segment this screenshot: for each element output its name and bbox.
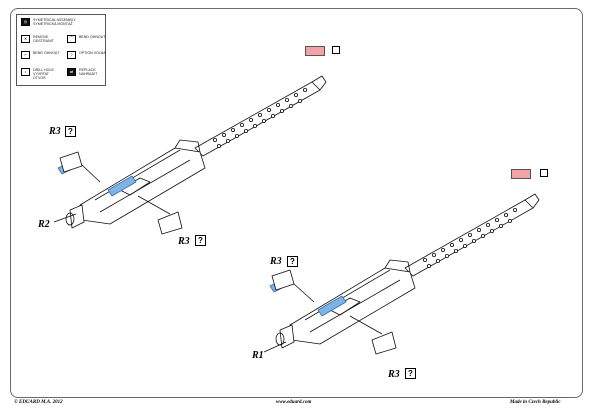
upper-machine-gun <box>53 75 327 235</box>
lower-machine-gun <box>263 193 540 355</box>
part-label-r2: R2 <box>38 219 50 230</box>
paint-flag-icon <box>332 46 340 54</box>
legend-item: • DRILL HOLE VYVRTAT OTVOR <box>21 68 61 80</box>
remove-icon: ✕ <box>21 35 30 43</box>
part-label-r3: R3 <box>388 369 400 380</box>
legend-item: ? OPTION VOLBA <box>67 51 107 59</box>
option-icon: ? <box>287 256 298 267</box>
drill-icon: • <box>21 68 30 76</box>
bend-alt-icon: ⌐ <box>21 51 30 59</box>
footer-origin: Made in Czech Republic <box>510 400 561 405</box>
paint-color-flag <box>305 46 325 56</box>
sheet-frame <box>10 8 583 398</box>
footer-copyright: © EDUARD M.A. 2012 <box>14 400 63 405</box>
part-label-r1: R1 <box>252 350 264 361</box>
option-icon: ? <box>65 126 76 137</box>
replace-icon: ⇄ <box>67 68 76 76</box>
legend-item: ⌒ BEND OHNOUT <box>67 35 107 43</box>
legend-box: ◎ SYMETRICAL ASSEMBLY SYMETRICKÁ MONTÁŽ … <box>16 14 106 86</box>
footer-website: www.eduard.com <box>276 400 312 405</box>
option-icon: ? <box>67 51 76 59</box>
bend-icon: ⌒ <box>67 35 76 43</box>
part-label-r3: R3 <box>49 126 61 137</box>
legend-item: ⌐ BEND OHNOUT <box>21 51 61 59</box>
legend-item: ⇄ REPLACE NAHRADIT <box>67 68 107 76</box>
paint-color-flag <box>511 169 531 179</box>
legend-item: ✕ REMOVE ODSTRANIT <box>21 35 61 43</box>
paint-flag-icon <box>540 169 548 177</box>
legend-item: ◎ SYMETRICAL ASSEMBLY SYMETRICKÁ MONTÁŽ <box>21 18 93 26</box>
part-label-r3: R3 <box>178 236 190 247</box>
option-icon: ? <box>405 368 416 379</box>
option-icon: ? <box>195 235 206 246</box>
symmetrical-icon: ◎ <box>21 18 30 26</box>
part-label-r3: R3 <box>270 256 282 267</box>
